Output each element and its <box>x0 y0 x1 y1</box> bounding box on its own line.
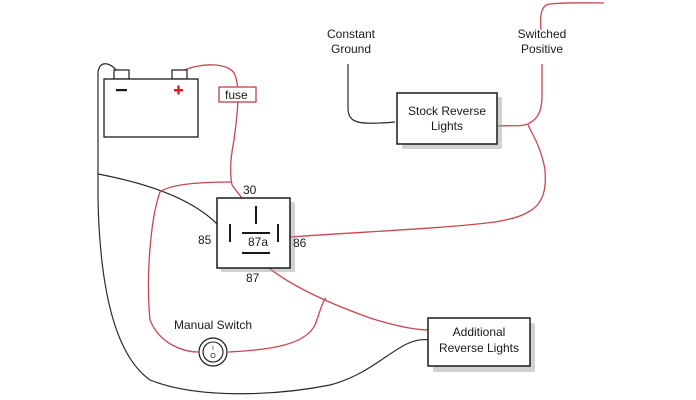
manual-switch-label: Manual Switch <box>174 318 252 332</box>
constant-ground-label-line1: Constant <box>327 27 376 41</box>
battery-minus-icon <box>116 89 127 92</box>
ground-wire-constant-ground <box>347 64 396 124</box>
additional-reverse-lights-box: Additional Reverse Lights <box>427 317 535 372</box>
stock-reverse-lights-box: Stock Reverse Lights <box>396 92 502 149</box>
positive-wire-fuse-to-switch <box>147 181 233 353</box>
positive-wire-87-to-additional <box>259 259 431 331</box>
constant-ground-label-line2: Ground <box>331 42 371 56</box>
fuse: fuse <box>218 86 257 103</box>
switch-on-symbol: I <box>212 346 214 352</box>
switched-positive-label-line2: Positive <box>521 42 563 56</box>
relay-pin-87-label: 87 <box>246 271 260 285</box>
stock-reverse-lights-label-line2: Lights <box>431 119 463 133</box>
manual-switch: I O <box>198 337 228 367</box>
additional-reverse-lights-label-line1: Additional <box>453 325 506 339</box>
switched-positive-label-line1: Switched <box>518 27 567 41</box>
battery-plus-icon <box>174 85 183 95</box>
relay: 30 85 86 87a 87 <box>198 183 307 285</box>
positive-wire-switch-to-87 <box>227 297 327 353</box>
relay-pin-86-label: 86 <box>293 236 307 250</box>
positive-wire-stock-to-switched <box>497 64 543 127</box>
stock-reverse-lights-label-line1: Stock Reverse <box>408 104 486 118</box>
additional-reverse-lights-label-line2: Reverse Lights <box>439 341 519 355</box>
relay-pin-87a-label: 87a <box>248 235 268 249</box>
ground-wire-battery-loop <box>97 63 431 395</box>
battery-negative-terminal <box>113 69 130 80</box>
battery <box>103 69 199 138</box>
relay-pin-30-label: 30 <box>243 183 257 197</box>
positive-wire-switched-source <box>539 2 605 31</box>
switch-off-symbol: O <box>210 353 216 360</box>
positive-wire-86-to-switched <box>289 124 546 238</box>
relay-pin-85-label: 85 <box>198 233 212 247</box>
ground-wire-to-relay-85 <box>97 173 219 226</box>
battery-positive-terminal <box>171 69 188 80</box>
fuse-label: fuse <box>225 88 248 102</box>
battery-body <box>103 78 199 138</box>
